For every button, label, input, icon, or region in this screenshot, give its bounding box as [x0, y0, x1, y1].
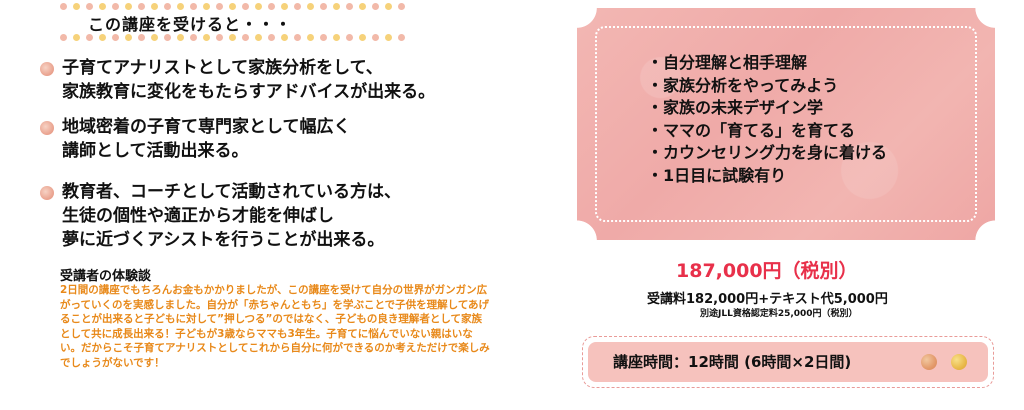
curriculum-ticket: ・自分理解と相手理解 ・家族分析をやってみよう ・家族の未来デザイン学 ・ママの… — [577, 8, 995, 240]
decorative-dot — [86, 3, 93, 10]
decorative-dot — [151, 3, 158, 10]
decorative-circle-icon — [921, 354, 937, 370]
benefit-point-3: 教育者、コーチとして活動されている方は、 生徒の個性や適正から才能を伸ばし 夢に… — [40, 180, 401, 252]
decorative-dot — [229, 34, 236, 41]
curriculum-item: ・家族の未来デザイン学 — [647, 98, 824, 117]
decorative-dot — [60, 3, 67, 10]
schedule-box: 講座時間：12時間 (6時間×2日間) — [582, 336, 994, 388]
decorative-dot — [255, 3, 262, 10]
decorative-dot — [190, 3, 197, 10]
curriculum-item: ・自分理解と相手理解 — [647, 53, 808, 72]
decorative-dot — [372, 3, 379, 10]
decorative-dot — [281, 34, 288, 41]
decorative-dot — [125, 34, 132, 41]
decorative-dot — [385, 34, 392, 41]
curriculum-item: ・1日目に試験有り — [647, 165, 787, 185]
decorative-dot — [242, 3, 249, 10]
decorative-dot — [60, 34, 67, 41]
decorative-dot — [151, 34, 158, 41]
experience-body: 2日間の講座でもちろんお金もかかりましたが、この講座を受けて自分の世界がガンガン… — [60, 284, 490, 369]
curriculum-list: ・自分理解と相手理解 ・家族分析をやってみよう ・家族の未来デザイン学 ・ママの… — [647, 52, 887, 187]
decorative-dot — [294, 34, 301, 41]
decorative-dot — [307, 34, 314, 41]
decorative-dot — [112, 3, 119, 10]
curriculum-item: ・ママの「育てる」を育てる — [647, 120, 856, 140]
benefit-text: 地域密着の子育て専門家として幅広く 講師として活動出来る。 — [62, 117, 351, 161]
decorative-dots-bottom — [60, 34, 405, 41]
decorative-dot — [268, 3, 275, 10]
curriculum-item: ・家族分析をやってみよう — [647, 75, 839, 95]
decorative-dot — [242, 34, 249, 41]
decorative-dot — [398, 34, 405, 41]
benefit-point-2: 地域密着の子育て専門家として幅広く 講師として活動出来る。 — [40, 115, 351, 163]
decorative-dot — [320, 3, 327, 10]
price-note: 別途JLL資格認定料25,000円（税別） — [700, 309, 858, 319]
decorative-dot — [203, 3, 210, 10]
decorative-dot — [203, 34, 210, 41]
decorative-dot — [255, 34, 262, 41]
decorative-dot — [359, 3, 366, 10]
decorative-dot — [398, 3, 405, 10]
decorative-dot — [138, 3, 145, 10]
decorative-dot — [346, 34, 353, 41]
benefit-text: 子育てアナリストとして家族分析をして、 家族教育に変化をもたらすアドバイスが出来… — [62, 58, 436, 102]
decorative-dot — [229, 3, 236, 10]
decorative-dot — [333, 3, 340, 10]
decorative-dot — [177, 3, 184, 10]
decorative-dot — [99, 3, 106, 10]
bullet-dot-icon — [40, 121, 54, 135]
decorative-dot — [385, 3, 392, 10]
decorative-dot — [307, 3, 314, 10]
decorative-dot — [177, 34, 184, 41]
decorative-dot — [216, 34, 223, 41]
decorative-dot — [99, 34, 106, 41]
decorative-dot — [372, 34, 379, 41]
decorative-dot — [164, 34, 171, 41]
decorative-dot — [320, 34, 327, 41]
decorative-dot — [164, 3, 171, 10]
decorative-dot — [346, 3, 353, 10]
decorative-dot — [333, 34, 340, 41]
ticket-dotted-border — [595, 26, 977, 222]
decorative-dot — [190, 34, 197, 41]
decorative-dot — [125, 3, 132, 10]
benefit-text: 教育者、コーチとして活動されている方は、 生徒の個性や適正から才能を伸ばし 夢に… — [62, 182, 401, 250]
experience-title: 受講者の体験談 — [60, 269, 152, 284]
decorative-dots-top — [60, 3, 405, 10]
decorative-circle-icon — [951, 354, 967, 370]
decorative-dot — [294, 3, 301, 10]
decorative-dot — [73, 34, 80, 41]
price-fee: 受講料182,000円+テキスト代5,000円 — [647, 292, 888, 307]
decorative-dot — [216, 3, 223, 10]
decorative-dot — [138, 34, 145, 41]
decorative-dot — [268, 34, 275, 41]
bullet-dot-icon — [40, 186, 54, 200]
decorative-dot — [281, 3, 288, 10]
bullet-dot-icon — [40, 62, 54, 76]
decorative-dot — [112, 34, 119, 41]
curriculum-item: ・カウンセリング力を身に着ける — [647, 143, 888, 162]
decorative-dot — [359, 34, 366, 41]
benefit-point-1: 子育てアナリストとして家族分析をして、 家族教育に変化をもたらすアドバイスが出来… — [40, 56, 435, 104]
schedule-label: 講座時間：12時間 (6時間×2日間) — [613, 353, 852, 371]
intro-title: この講座を受けると・・・ — [88, 15, 293, 34]
decorative-dot — [86, 34, 93, 41]
price-total: 187,000円（税別） — [676, 260, 858, 282]
decorative-dot — [73, 3, 80, 10]
